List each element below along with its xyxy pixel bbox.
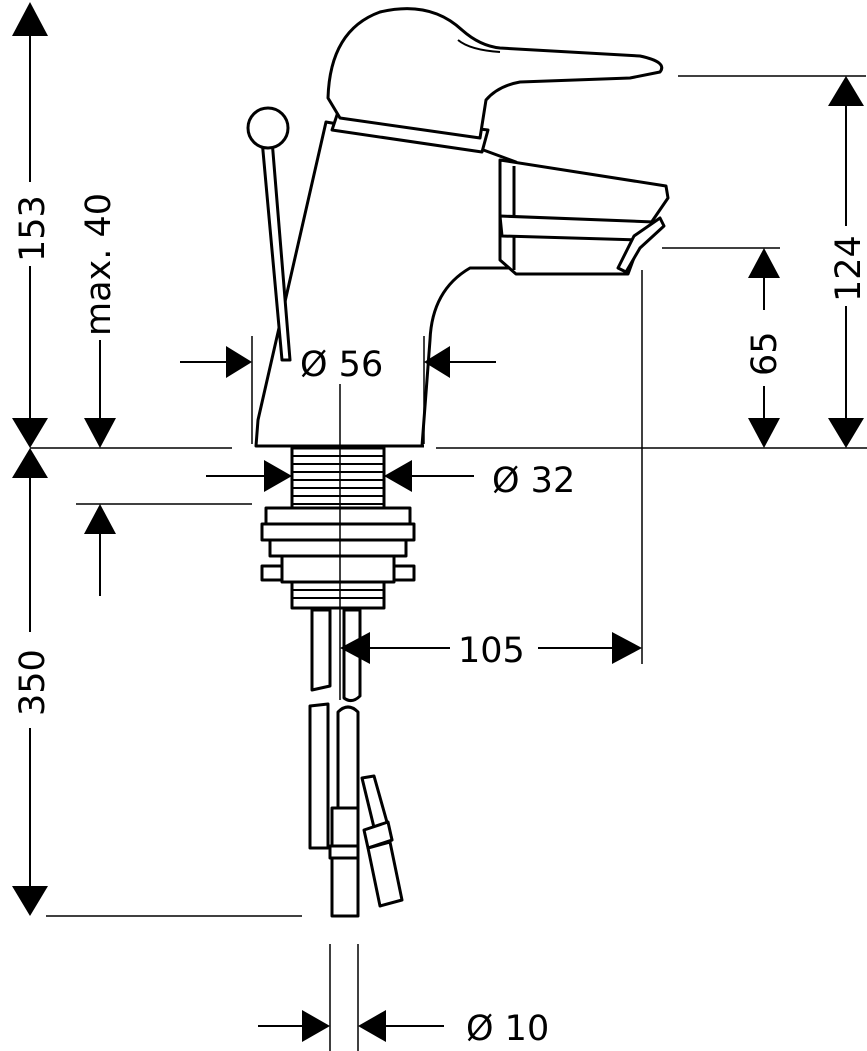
connection-hoses: [308, 608, 404, 918]
dim-32-label: Ø 32: [492, 461, 575, 501]
dim-32: Ø 32: [206, 460, 575, 501]
reference-lines: [30, 75, 867, 1051]
dim-350-label: 350: [13, 649, 53, 716]
faucet-body: [246, 7, 670, 448]
dim-105-label: 105: [458, 631, 525, 671]
dim-153: 153: [12, 2, 53, 448]
dim-105: 105: [340, 631, 642, 671]
dim-65-label: 65: [745, 331, 785, 376]
mounting-shank: [260, 446, 416, 610]
dim-56: Ø 56: [180, 345, 496, 385]
dim-153-label: 153: [13, 195, 53, 262]
shank-threads: [292, 455, 384, 505]
dim-10: Ø 10: [258, 1009, 549, 1049]
dim-65: 65: [745, 248, 785, 448]
dim-10-label: Ø 10: [466, 1009, 549, 1049]
dim-max40: max. 40: [79, 193, 119, 596]
dim-max40-label: max. 40: [79, 193, 119, 336]
dim-56-label: Ø 56: [300, 345, 383, 385]
dim-124-label: 124: [829, 235, 867, 302]
dim-350: 350: [12, 448, 53, 916]
dim-124: 124: [828, 76, 867, 448]
